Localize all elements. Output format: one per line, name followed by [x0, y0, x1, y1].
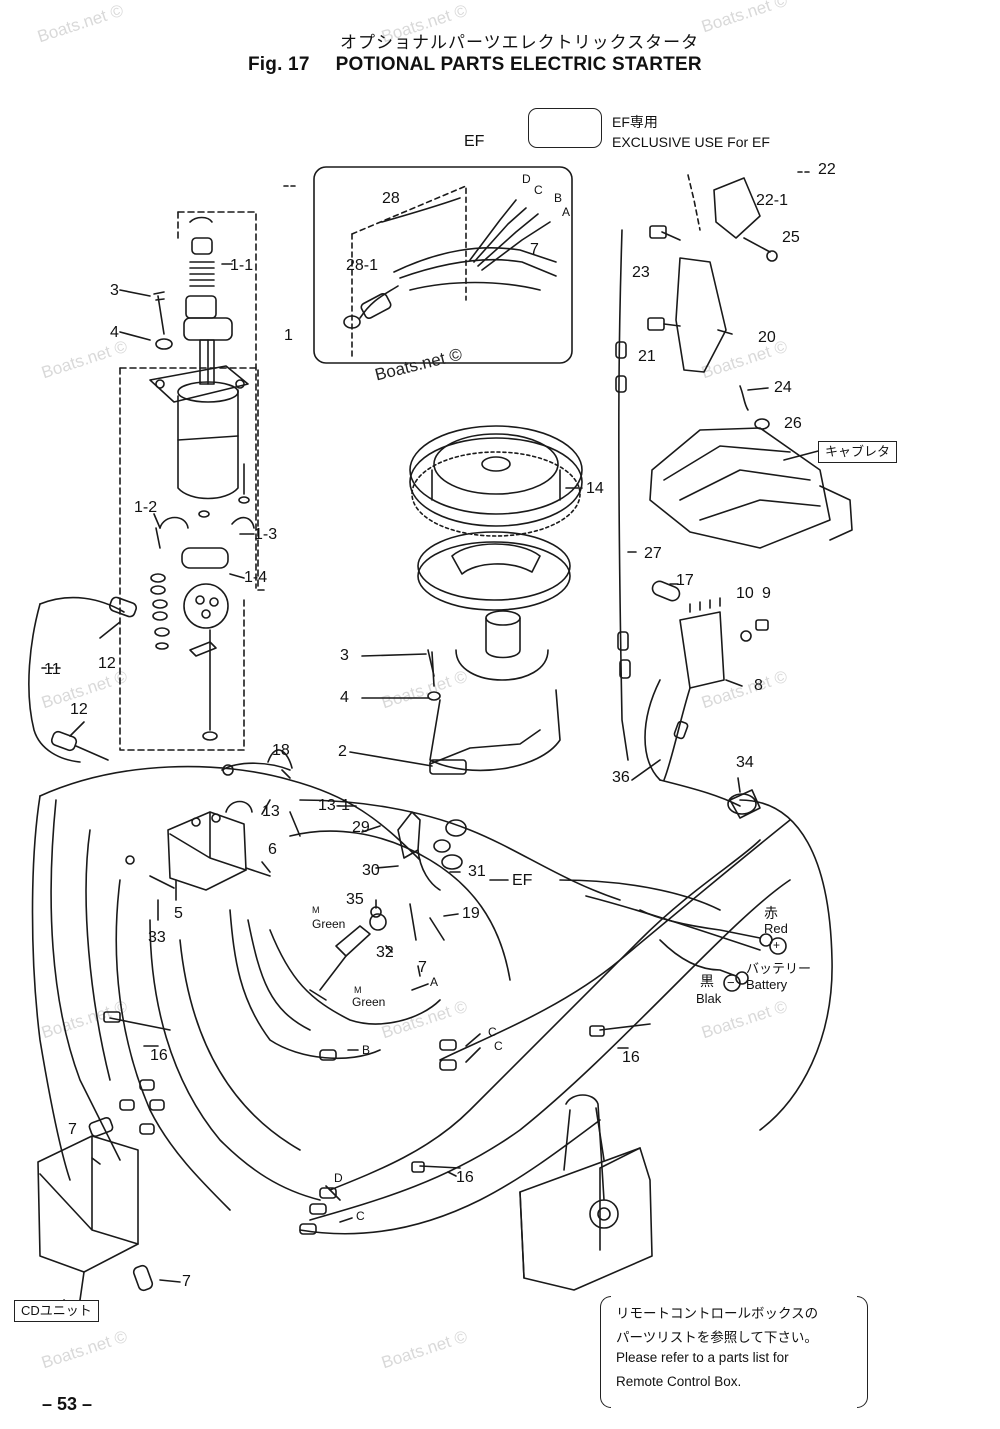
page-number: – 53 –: [42, 1394, 93, 1414]
callout-4-center: 4: [340, 689, 349, 706]
figure-title: Fig. 17 POTIONAL PARTS ELECTRIC STARTER: [248, 55, 702, 74]
callout-5: 5: [174, 905, 183, 922]
note-bracket-right: [857, 1296, 868, 1408]
callout-20: 20: [758, 329, 776, 346]
title-japanese: オプショナルパーツエレクトリックスタータ: [340, 33, 700, 52]
cd-unit-label: CDユニット: [14, 1300, 99, 1322]
callout-7-cd-top: 7: [68, 1121, 77, 1138]
connector-a-center: A: [430, 975, 439, 989]
connector-c-center-1: C: [488, 1025, 497, 1039]
callout-7-cd-bottom: 7: [182, 1273, 191, 1290]
note-line-3: Please refer to a parts list for: [616, 1350, 789, 1365]
red-wire-label-en: Red: [764, 921, 788, 936]
callout-3-center: 3: [340, 647, 349, 664]
note-line-1: リモートコントロールボックスの: [616, 1306, 819, 1321]
ef-legend-line-1: EF専用: [612, 114, 658, 130]
callout-17: 17: [676, 572, 694, 589]
minus-terminal-sign: −: [727, 975, 735, 990]
callout-11: 11: [44, 661, 61, 678]
callout-16-bottom: 16: [456, 1169, 474, 1186]
battery-label-en: Battery: [746, 977, 788, 992]
callout-24: 24: [774, 379, 792, 396]
callout-4: 4: [110, 324, 119, 341]
callout-31: 31: [468, 863, 486, 880]
ground-mark-1: M: [312, 905, 320, 915]
callout-34: 34: [736, 754, 754, 771]
callout-19: 19: [462, 905, 480, 922]
callout-22-1: 22-1: [756, 192, 789, 209]
figure-number: Fig. 17: [248, 54, 310, 75]
battery-label-jp: バッテリー: [746, 961, 812, 976]
green-wire-label-1: Green: [312, 917, 346, 931]
black-wire-label-en: Blak: [696, 991, 722, 1006]
ef-inset-label: EF: [464, 133, 485, 150]
note-bracket-left: [600, 1296, 611, 1408]
callout-33: 33: [148, 929, 166, 946]
callout-30: 30: [362, 862, 380, 879]
connector-a-inset: A: [562, 205, 571, 219]
callout-13: 13: [262, 803, 280, 820]
callout-28-1: 28-1: [346, 257, 379, 274]
green-wire-label-2: Green: [352, 995, 386, 1009]
plus-terminal-sign: +: [773, 938, 781, 952]
callout-16-left: 16: [150, 1047, 168, 1064]
callout-12-upper: 12: [98, 655, 116, 672]
black-wire-label-jp: 黒: [700, 973, 714, 989]
callout-29: 29: [352, 819, 370, 836]
callout-22: 22: [818, 161, 836, 178]
callout-21: 21: [638, 348, 656, 365]
connector-b-inset: B: [554, 191, 563, 205]
callout-36: 36: [612, 769, 630, 786]
callout-18: 18: [272, 742, 290, 759]
callout-3: 3: [110, 282, 119, 299]
callout-6: 6: [268, 841, 277, 858]
callout-1: 1: [284, 327, 293, 344]
callout-14: 14: [586, 480, 604, 497]
callout-28: 28: [382, 190, 400, 207]
callout-27: 27: [644, 545, 662, 562]
callout-26: 26: [784, 415, 802, 432]
callout-9: 9: [762, 585, 771, 602]
callout-32: 32: [376, 944, 394, 961]
callout-13-1: 13-1: [318, 797, 351, 814]
connector-b-center: B: [362, 1043, 371, 1057]
callout-1-3: 1-3: [254, 526, 278, 543]
ground-mark-2: M: [354, 985, 362, 995]
callout-1-4: 1-4: [244, 569, 268, 586]
connector-d-inset: D: [522, 172, 531, 186]
callout-8: 8: [754, 677, 763, 694]
ef-legend-symbol: [528, 108, 602, 148]
connector-c-inset: C: [534, 183, 543, 197]
callout-35: 35: [346, 891, 364, 908]
connector-d-bottom: D: [334, 1171, 343, 1185]
remote-control-note: リモートコントロールボックスの パーツリストを参照して下さい。 Please r…: [600, 1296, 868, 1408]
note-line-2: パーツリストを参照して下さい。: [616, 1330, 818, 1345]
carburetor-label: キャブレタ: [818, 441, 898, 463]
note-line-4: Remote Control Box.: [616, 1374, 742, 1389]
ef-inset-box: [313, 166, 573, 364]
ef-legend-text: EF専用 EXCLUSIVE USE For EF: [612, 112, 770, 152]
callout-16-right: 16: [622, 1049, 640, 1066]
ef-parts-label: EF: [512, 872, 533, 889]
callout-2: 2: [338, 743, 347, 760]
connector-c-center-2: C: [494, 1039, 503, 1053]
figure-title-english: POTIONAL PARTS ELECTRIC STARTER: [335, 54, 702, 75]
callout-25: 25: [782, 229, 800, 246]
callout-23: 23: [632, 264, 650, 281]
callout-7-center: 7: [418, 959, 427, 976]
connector-c-bottom: C: [356, 1209, 365, 1223]
callout-10: 10: [736, 585, 754, 602]
callout-7-inset: 7: [530, 241, 539, 258]
red-wire-label-jp: 赤: [764, 905, 778, 921]
callout-12-lower: 12: [70, 701, 88, 718]
callout-1-1: 1-1: [230, 257, 254, 274]
callout-1-2: 1-2: [134, 499, 158, 516]
ef-legend-line-2: EXCLUSIVE USE For EF: [612, 134, 770, 150]
